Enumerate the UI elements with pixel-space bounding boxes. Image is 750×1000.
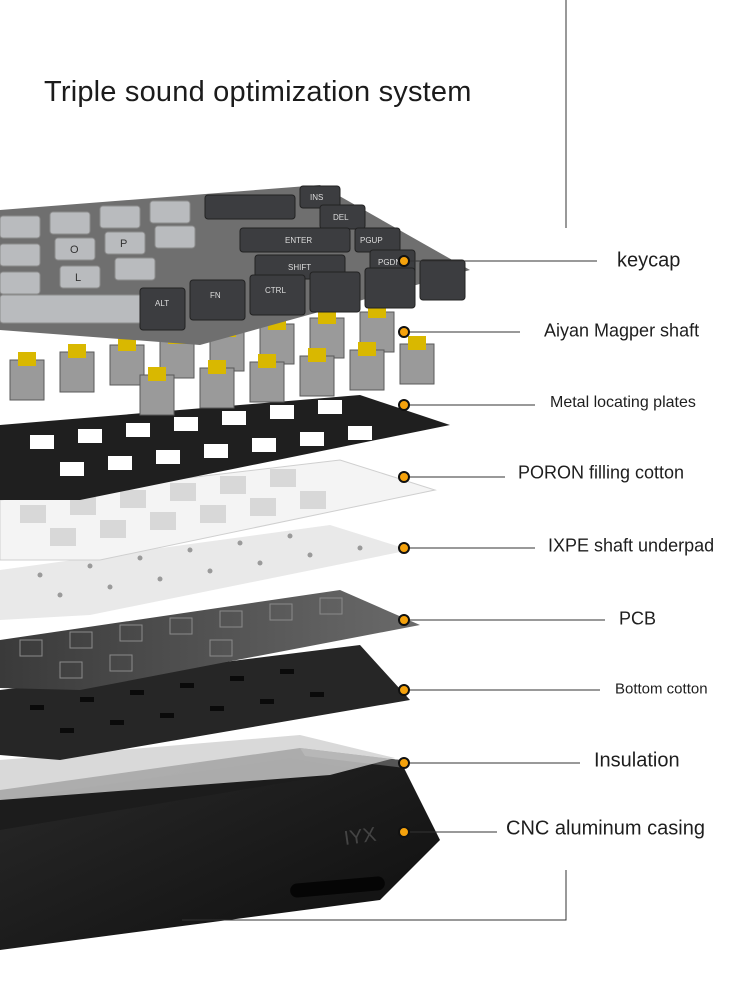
- bottom-cotton-layer: [0, 645, 410, 760]
- callout-dot-pcb: [398, 614, 410, 626]
- callout-dots: [398, 255, 410, 838]
- keycap-layer: INS DEL PGUP PGDN ENTER SHIFT ALT FN CTR…: [0, 185, 470, 345]
- keycap-legend-fn: FN: [210, 291, 221, 300]
- keycap-legend-alt: ALT: [155, 299, 169, 308]
- label-casing: CNC aluminum casing: [506, 817, 705, 840]
- label-keycap: keycap: [617, 249, 681, 272]
- keycap-legend-shift: SHIFT: [288, 263, 311, 272]
- callout-dot-shaft: [398, 326, 410, 338]
- poron-cotton-layer: [0, 459, 437, 561]
- keycap-legend-p: P: [120, 238, 127, 250]
- pcb-layer: [0, 590, 420, 690]
- label-insulation: Insulation: [594, 749, 680, 772]
- label-shaft: Aiyan Magper shaft: [544, 320, 700, 341]
- bottom-bracket-line: [182, 870, 567, 921]
- callout-dot-keycap: [398, 255, 410, 267]
- callout-dot-poron: [398, 471, 410, 483]
- callout-dot-bottom-cotton: [398, 684, 410, 696]
- keycap-legend-del: DEL: [333, 213, 349, 222]
- label-poron: PORON filling cotton: [518, 462, 685, 483]
- label-bottom-cotton: Bottom cotton: [615, 680, 708, 698]
- label-ixpe: IXPE shaft underpad: [548, 535, 715, 556]
- keycap-legend-l: L: [75, 272, 81, 284]
- callout-dot-plate: [398, 399, 410, 411]
- label-plate: Metal locating plates: [550, 394, 696, 411]
- keycap-legend-o: O: [70, 244, 79, 256]
- keycap-legend-enter: ENTER: [285, 236, 312, 245]
- callout-dot-casing: [398, 826, 410, 838]
- metal-plate-layer: [0, 395, 450, 500]
- insulation-layer: [0, 735, 395, 800]
- callout-dot-insulation: [398, 757, 410, 769]
- callout-dot-ixpe: [398, 542, 410, 554]
- ixpe-underpad-layer: [0, 525, 410, 620]
- leader-lines: [404, 260, 605, 833]
- switch-layer: [9, 304, 435, 416]
- keycap-legend-ins: INS: [310, 193, 323, 202]
- label-pcb: PCB: [619, 608, 657, 629]
- page-title: Triple sound optimization system: [44, 76, 472, 108]
- keycap-legend-pgdn: PGDN: [378, 258, 401, 267]
- keycap-legend-ctrl: CTRL: [265, 286, 286, 295]
- keycap-legend-pgup: PGUP: [360, 236, 383, 245]
- casing-logo: IYX: [343, 824, 378, 850]
